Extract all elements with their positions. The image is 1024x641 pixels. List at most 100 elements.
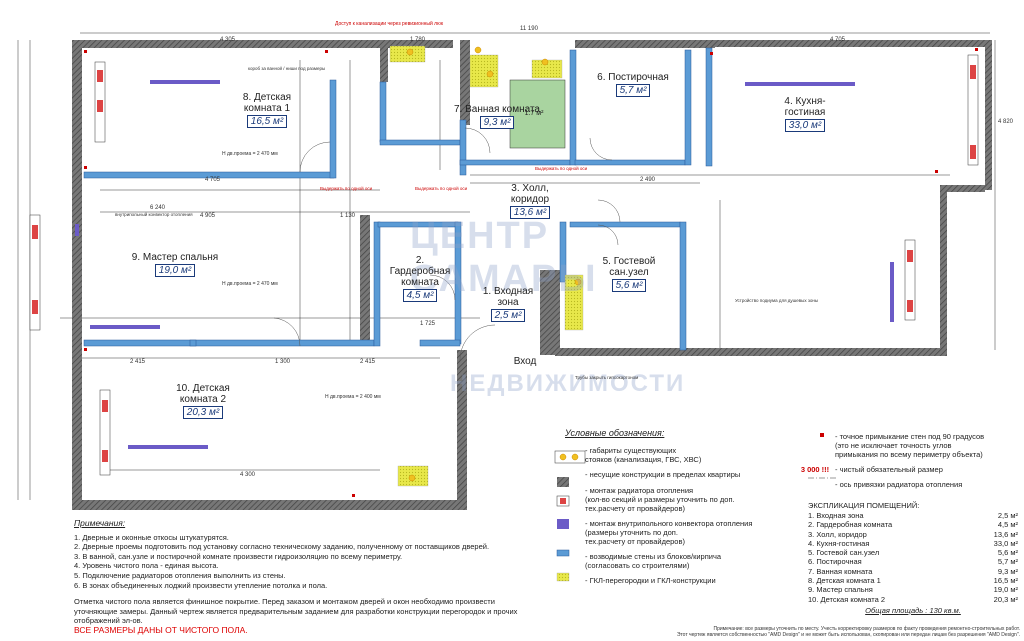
dim-text: 1 780	[410, 37, 426, 43]
room-name: 8. Детская комната 1	[242, 92, 292, 114]
legend-symbols	[554, 433, 838, 582]
note-warning: ВСЕ РАЗМЕРЫ ДАНЫ ОТ ЧИСТОГО ПОЛА.	[74, 624, 248, 635]
room-area: 19,0 м²	[154, 264, 196, 277]
legend-text: - возводимые стены из блоков/кирпича (со…	[585, 552, 722, 570]
room-area: 2,5 м²	[490, 309, 526, 322]
annotation: Доступ к канализации через ревизионный л…	[335, 21, 444, 27]
room-area: 5,7 м²	[615, 84, 651, 97]
room-area: 5,7 м²	[997, 557, 1018, 567]
annotation: Выдержать по одной оси	[415, 186, 468, 191]
legend-item: - несущие конструкции в пределах квартир…	[545, 470, 795, 480]
room-area: 5,6 м²	[997, 548, 1018, 558]
legend: Условные обозначения: - габариты существ…	[545, 428, 795, 592]
room-name: 6. Постирочная	[808, 557, 862, 567]
note-item: 4. Уровень чистого пола - единая высота.	[74, 561, 219, 571]
block-walls	[83, 47, 713, 351]
legend-item: - монтаж внутрипольного конвектора отопл…	[545, 519, 795, 546]
legend-item: - точное примыкание стен под 90 градусов…	[795, 432, 1020, 459]
room-name: 3. Холл, коридор	[510, 183, 550, 205]
room-area: 9,3 м²	[997, 566, 1018, 576]
dim-text: 2 415	[360, 359, 376, 365]
dim-text: 2 415	[130, 359, 146, 365]
table-row: 5. Гостевой сан.узел 5,6 м²	[808, 548, 1018, 557]
convectors	[75, 80, 894, 449]
entrance-label: Вход	[513, 356, 537, 367]
total-area: Общая площадь : 130 кв.м.	[865, 605, 961, 615]
legend-item: 3 000 !!!- чистый обязательный размер	[795, 465, 1020, 474]
room-area: 20,3 м²	[993, 594, 1018, 604]
room-area: 4,5 м²	[997, 520, 1018, 530]
room-name: 9. Мастер спальня	[808, 585, 873, 595]
room-area: 33,0 м²	[993, 538, 1018, 548]
notes: Примечания: 1. Дверные и оконные откосы …	[74, 518, 534, 636]
legend-item: - возводимые стены из блоков/кирпича (со…	[545, 552, 795, 570]
room-name: 5. Гостевой сан.узел	[602, 256, 656, 278]
legend-text: - ось привязки радиатора отопления	[835, 480, 963, 489]
annotation: Трубы закрыть гипсокартоном	[575, 375, 639, 380]
dim-text: 1 300	[275, 359, 291, 365]
legend-secondary: - точное примыкание стен под 90 градусов…	[795, 432, 1020, 495]
note-paragraph: Отметка чистого пола является финишное п…	[74, 597, 518, 626]
dim-text: 6 240	[150, 205, 166, 211]
annotation: Устройство подиума для душевых зоны	[735, 298, 819, 303]
room-name: 3. Холл, коридор	[808, 529, 867, 539]
windows	[29, 54, 979, 476]
room-area: 16,5 м²	[246, 115, 288, 128]
annotation: внутрипольный конвектор отопления	[115, 212, 193, 217]
footnote: Примечание: все размеры уточнить по мест…	[676, 626, 1020, 638]
legend-item: - монтаж радиатора отопления (кол-во сек…	[545, 486, 795, 513]
room-name: 7. Ванная комната	[454, 104, 540, 115]
notes-title: Примечания:	[74, 518, 126, 528]
room-name: 10. Детская комната 2	[808, 594, 885, 604]
room-area: 33,0 м²	[784, 119, 826, 132]
legend-text: - монтаж радиатора отопления (кол-во сек…	[585, 486, 735, 513]
bathtub	[509, 79, 566, 149]
room-area: 5,6 м²	[611, 279, 647, 292]
gkl-partitions	[389, 45, 584, 487]
dim-text: 4 300	[240, 472, 256, 478]
legend-item: - ось привязки радиатора отопления	[795, 480, 1020, 489]
legend-item: - ГКЛ-перегородки и ГКЛ-конструкции	[545, 576, 795, 586]
door-swings	[273, 127, 621, 361]
hatch-symbol	[545, 470, 575, 480]
room-name: 2. Гардеробная комната	[389, 255, 451, 288]
annotation: короб за ванной / ниши под размеры	[248, 66, 326, 71]
corner-marks	[84, 48, 978, 497]
gkl-symbol	[545, 576, 575, 586]
note-item: 2. Дверные проемы подготовить под устано…	[74, 542, 490, 552]
room-name: 1. Входная зона	[808, 511, 864, 520]
note-item: 5. Подключение радиаторов отопления выпо…	[74, 570, 286, 580]
room-name: 6. Постирочная	[597, 72, 669, 83]
explication-title: ЭКСПЛИКАЦИЯ ПОМЕЩЕНИЙ:	[808, 501, 920, 510]
room-name: 9. Мастер спальня	[131, 252, 219, 263]
legend-text: - монтаж внутрипольного конвектора отопл…	[585, 519, 753, 546]
dim-text: 2 490	[640, 177, 656, 183]
dim-text: 4 305	[220, 37, 236, 43]
convector-symbol	[545, 519, 575, 529]
riser-symbol	[545, 446, 575, 456]
dim-text: 4 705	[205, 177, 221, 183]
room-name: 10. Детская комната 2	[176, 383, 230, 405]
legend-symbol: 3 000 !!!	[800, 465, 830, 474]
room-area: 9,3 м²	[479, 116, 515, 129]
room-name: 5. Гостевой сан.узел	[808, 548, 880, 558]
room-area: 20,3 м²	[182, 406, 224, 419]
door-height-note: H дв.проема = 2 400 мм	[325, 394, 381, 400]
room-area: 16,5 м²	[993, 576, 1018, 586]
load-bearing-walls	[72, 40, 992, 510]
door-height-note: H дв.проема = 2 470 мм	[222, 281, 278, 287]
room-area: 13,6 м²	[509, 206, 551, 219]
dim-text: 1 725	[420, 321, 436, 327]
legend-text: - габариты существующих стояков (канализ…	[585, 446, 702, 464]
